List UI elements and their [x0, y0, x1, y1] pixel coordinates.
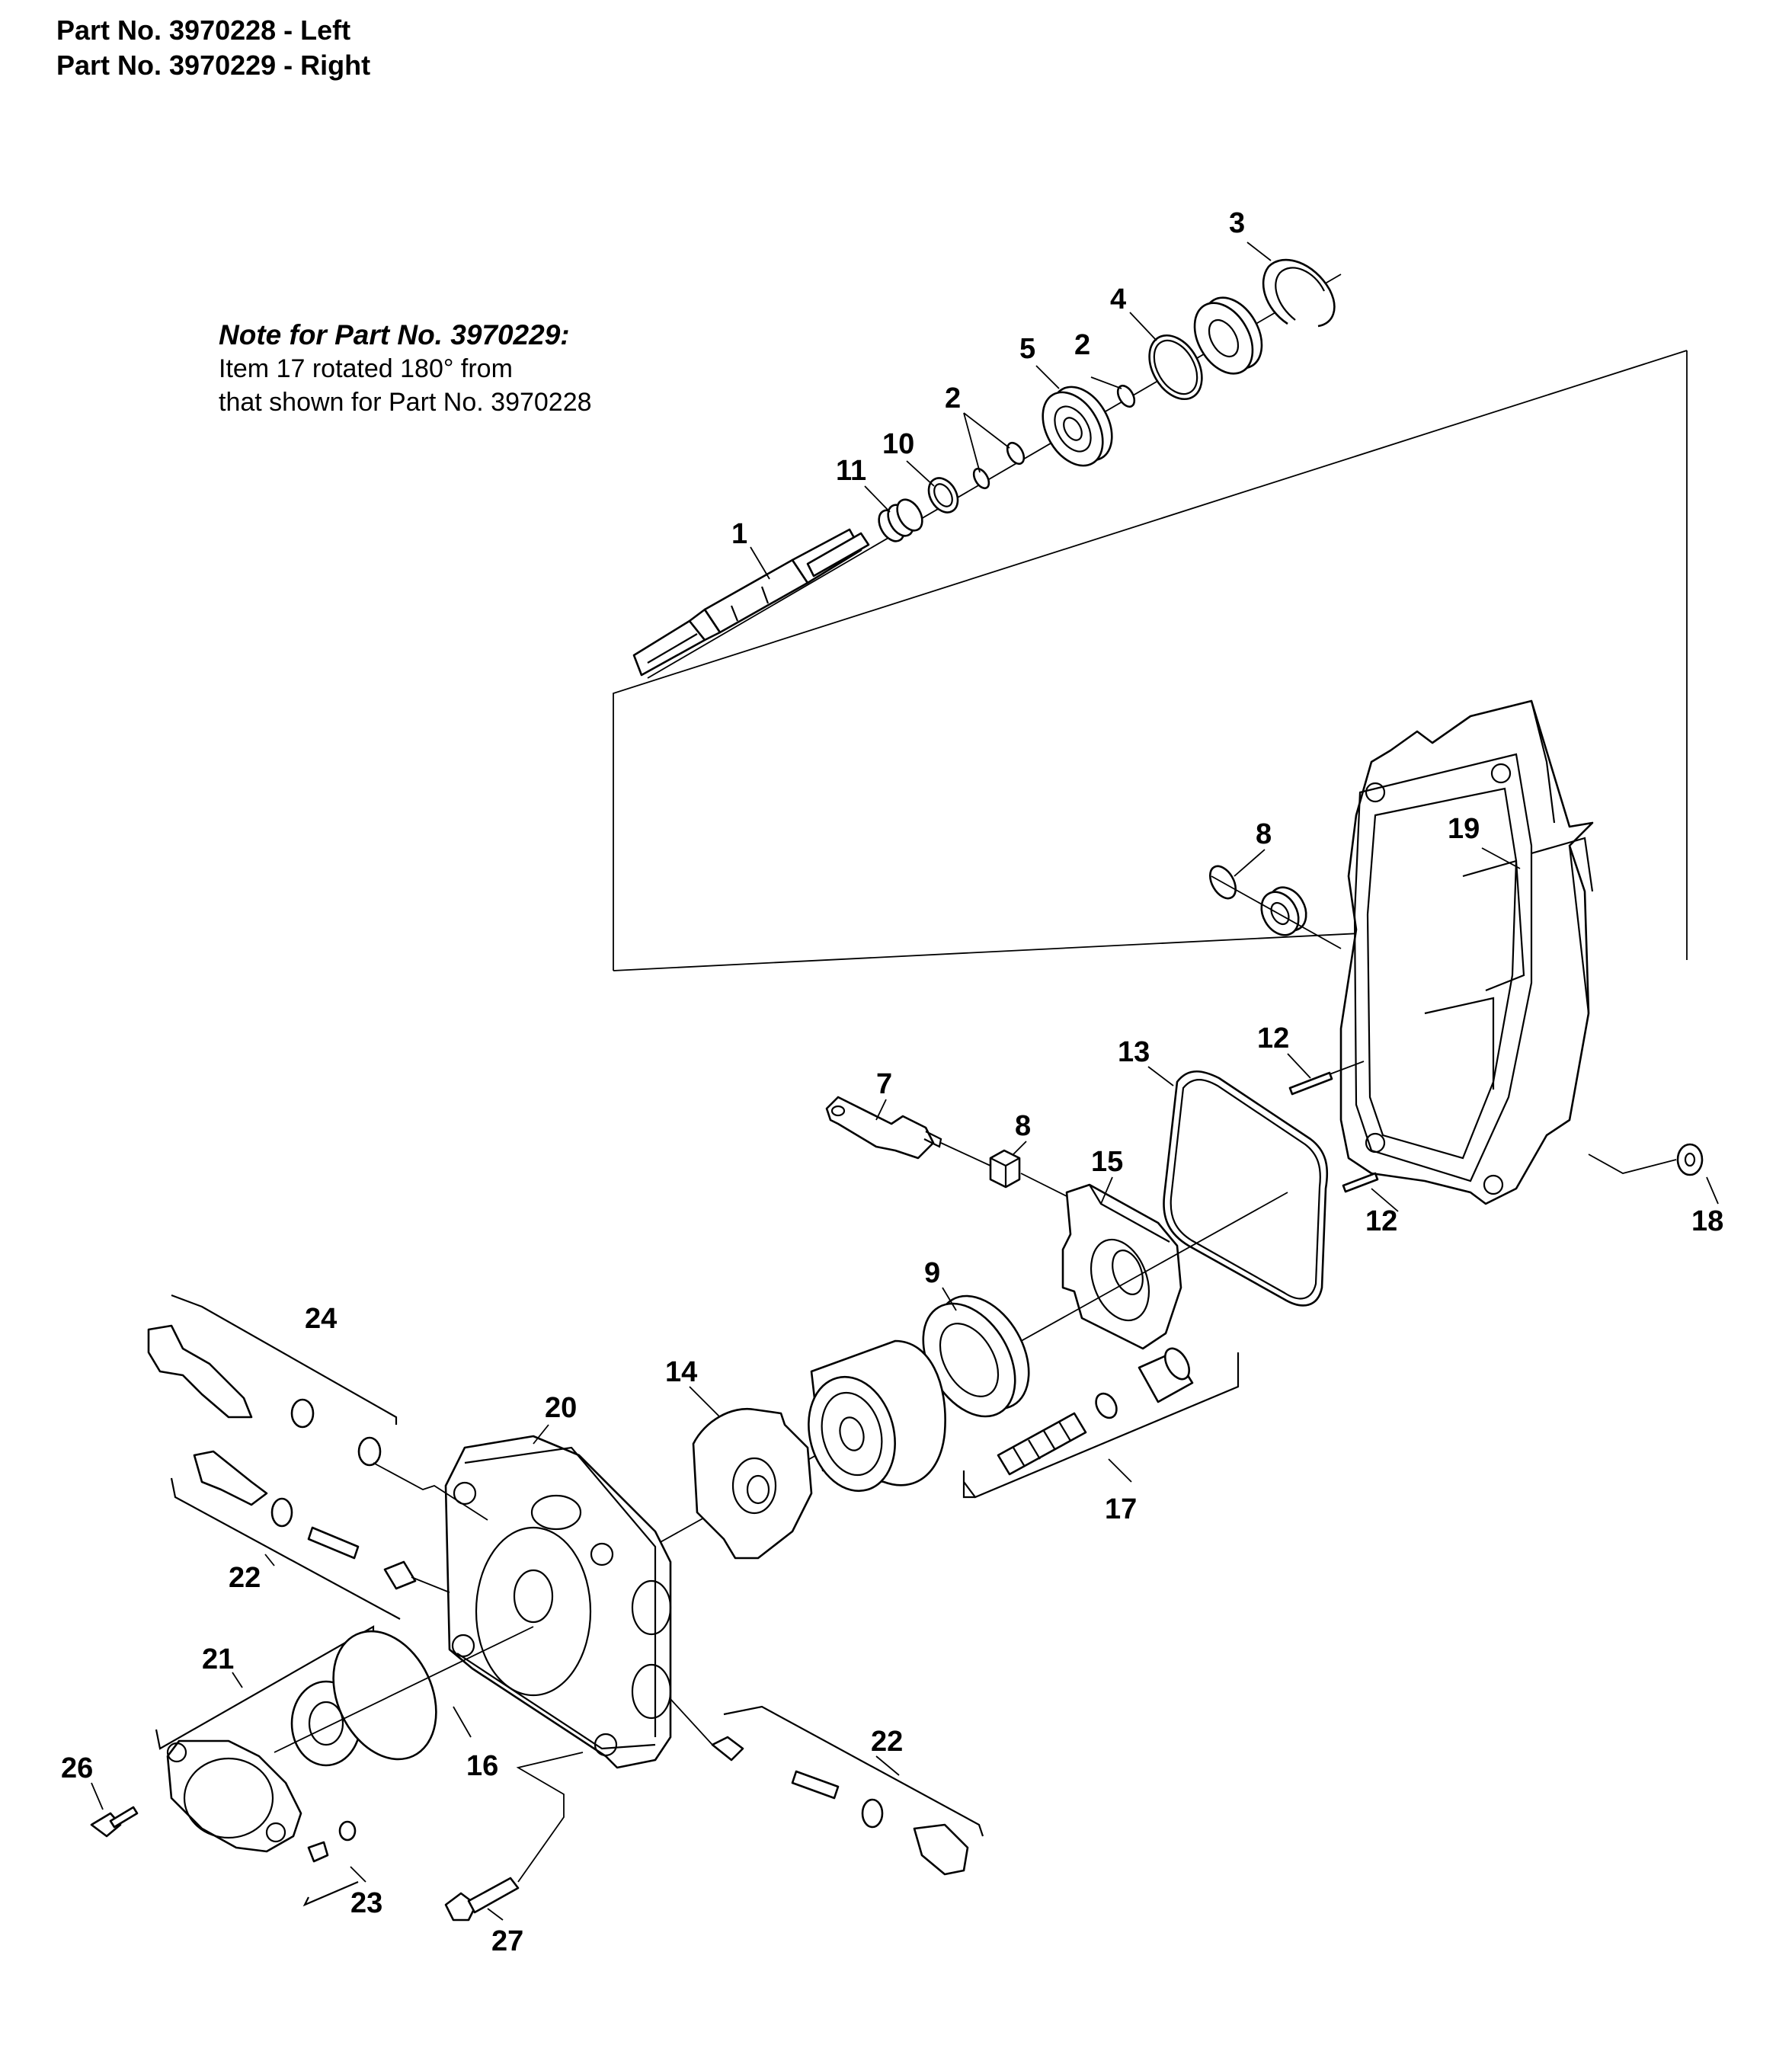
part-20-end-cap [444, 1435, 672, 1769]
part-bearing-upper [1193, 296, 1263, 375]
part-24-valve-assembly [147, 1324, 382, 1467]
part-8-slider-block [989, 1149, 1021, 1189]
callout-26: 26 [61, 1752, 93, 1784]
part-10-ring [927, 477, 959, 514]
callout-1: 1 [731, 518, 747, 550]
part-number-right: Part No. 3970229 - Right [56, 50, 371, 81]
part-4-ring [1148, 334, 1203, 401]
note-line-1: Item 17 rotated 180° from [219, 354, 513, 383]
part-2-snap-ring-c [1116, 384, 1136, 408]
callout-15: 15 [1091, 1146, 1123, 1178]
note-title: Note for Part No. 3970229: [219, 319, 570, 350]
part-number-left: Part No. 3970228 - Left [56, 14, 351, 46]
callout-8-lower: 8 [1015, 1110, 1031, 1142]
callout-5: 5 [1019, 333, 1035, 365]
part-23-plug [307, 1820, 357, 1863]
callout-21: 21 [202, 1643, 234, 1675]
note-line-2: that shown for Part No. 3970228 [219, 388, 592, 417]
part-21-cover [166, 1739, 302, 1853]
callout-27: 27 [491, 1925, 523, 1957]
callout-12-upper: 12 [1257, 1022, 1289, 1054]
callout-18: 18 [1691, 1205, 1723, 1237]
callout-11: 11 [836, 455, 866, 487]
callout-4: 4 [1110, 283, 1126, 315]
callout-20: 20 [545, 1392, 577, 1424]
part-15-swashplate [1061, 1183, 1182, 1350]
callout-22-upper: 22 [229, 1562, 261, 1594]
part-13-gasket [1163, 1070, 1329, 1307]
part-18-plug [1676, 1143, 1704, 1176]
part-14-valve-plate [692, 1407, 813, 1560]
note-block: Note for Part No. 3970229: Item 17 rotat… [219, 318, 592, 419]
callout-19: 19 [1448, 813, 1480, 845]
callout-23: 23 [350, 1887, 382, 1919]
callout-7: 7 [876, 1068, 892, 1100]
part-3-retaining-ring [1262, 258, 1336, 328]
callout-22-lower: 22 [871, 1726, 903, 1758]
part-19-housing [1339, 699, 1594, 1205]
part-12-pin-a [1288, 1071, 1333, 1096]
part-16-o-ring [332, 1630, 437, 1761]
part-cylinder-block [808, 1339, 946, 1493]
part-7-lever [825, 1096, 942, 1160]
callout-17: 17 [1105, 1493, 1137, 1525]
callout-3: 3 [1229, 207, 1245, 239]
callout-24: 24 [305, 1303, 337, 1335]
part-26-bolt [90, 1806, 139, 1838]
part-2-snap-ring-a [972, 467, 990, 490]
callout-14: 14 [665, 1356, 697, 1388]
part-22-relief-valve-upper [193, 1450, 417, 1590]
callout-12-lower: 12 [1365, 1205, 1397, 1237]
part-9-bearing [922, 1294, 1030, 1418]
part-1-shaft [632, 528, 870, 677]
part-5-bearing [1042, 386, 1113, 467]
part-17-spring-assembly [997, 1347, 1194, 1476]
callout-10: 10 [882, 428, 914, 460]
callout-13: 13 [1118, 1036, 1150, 1068]
callout-9: 9 [924, 1257, 940, 1289]
callout-2-lower: 2 [945, 382, 961, 414]
callout-2-upper: 2 [1074, 329, 1090, 361]
assembly-frame [613, 350, 1688, 971]
part-12-pin-b [1342, 1172, 1379, 1193]
part-seal-upper [1260, 886, 1307, 936]
part-22-relief-valve-lower [711, 1736, 969, 1876]
part-11-spring [878, 498, 923, 542]
leader-lines [91, 242, 1719, 1921]
part-27-bolt [444, 1877, 520, 1922]
callout-8-upper: 8 [1256, 818, 1272, 850]
callout-16: 16 [466, 1750, 498, 1782]
part-2-snap-ring-b [1006, 441, 1026, 466]
